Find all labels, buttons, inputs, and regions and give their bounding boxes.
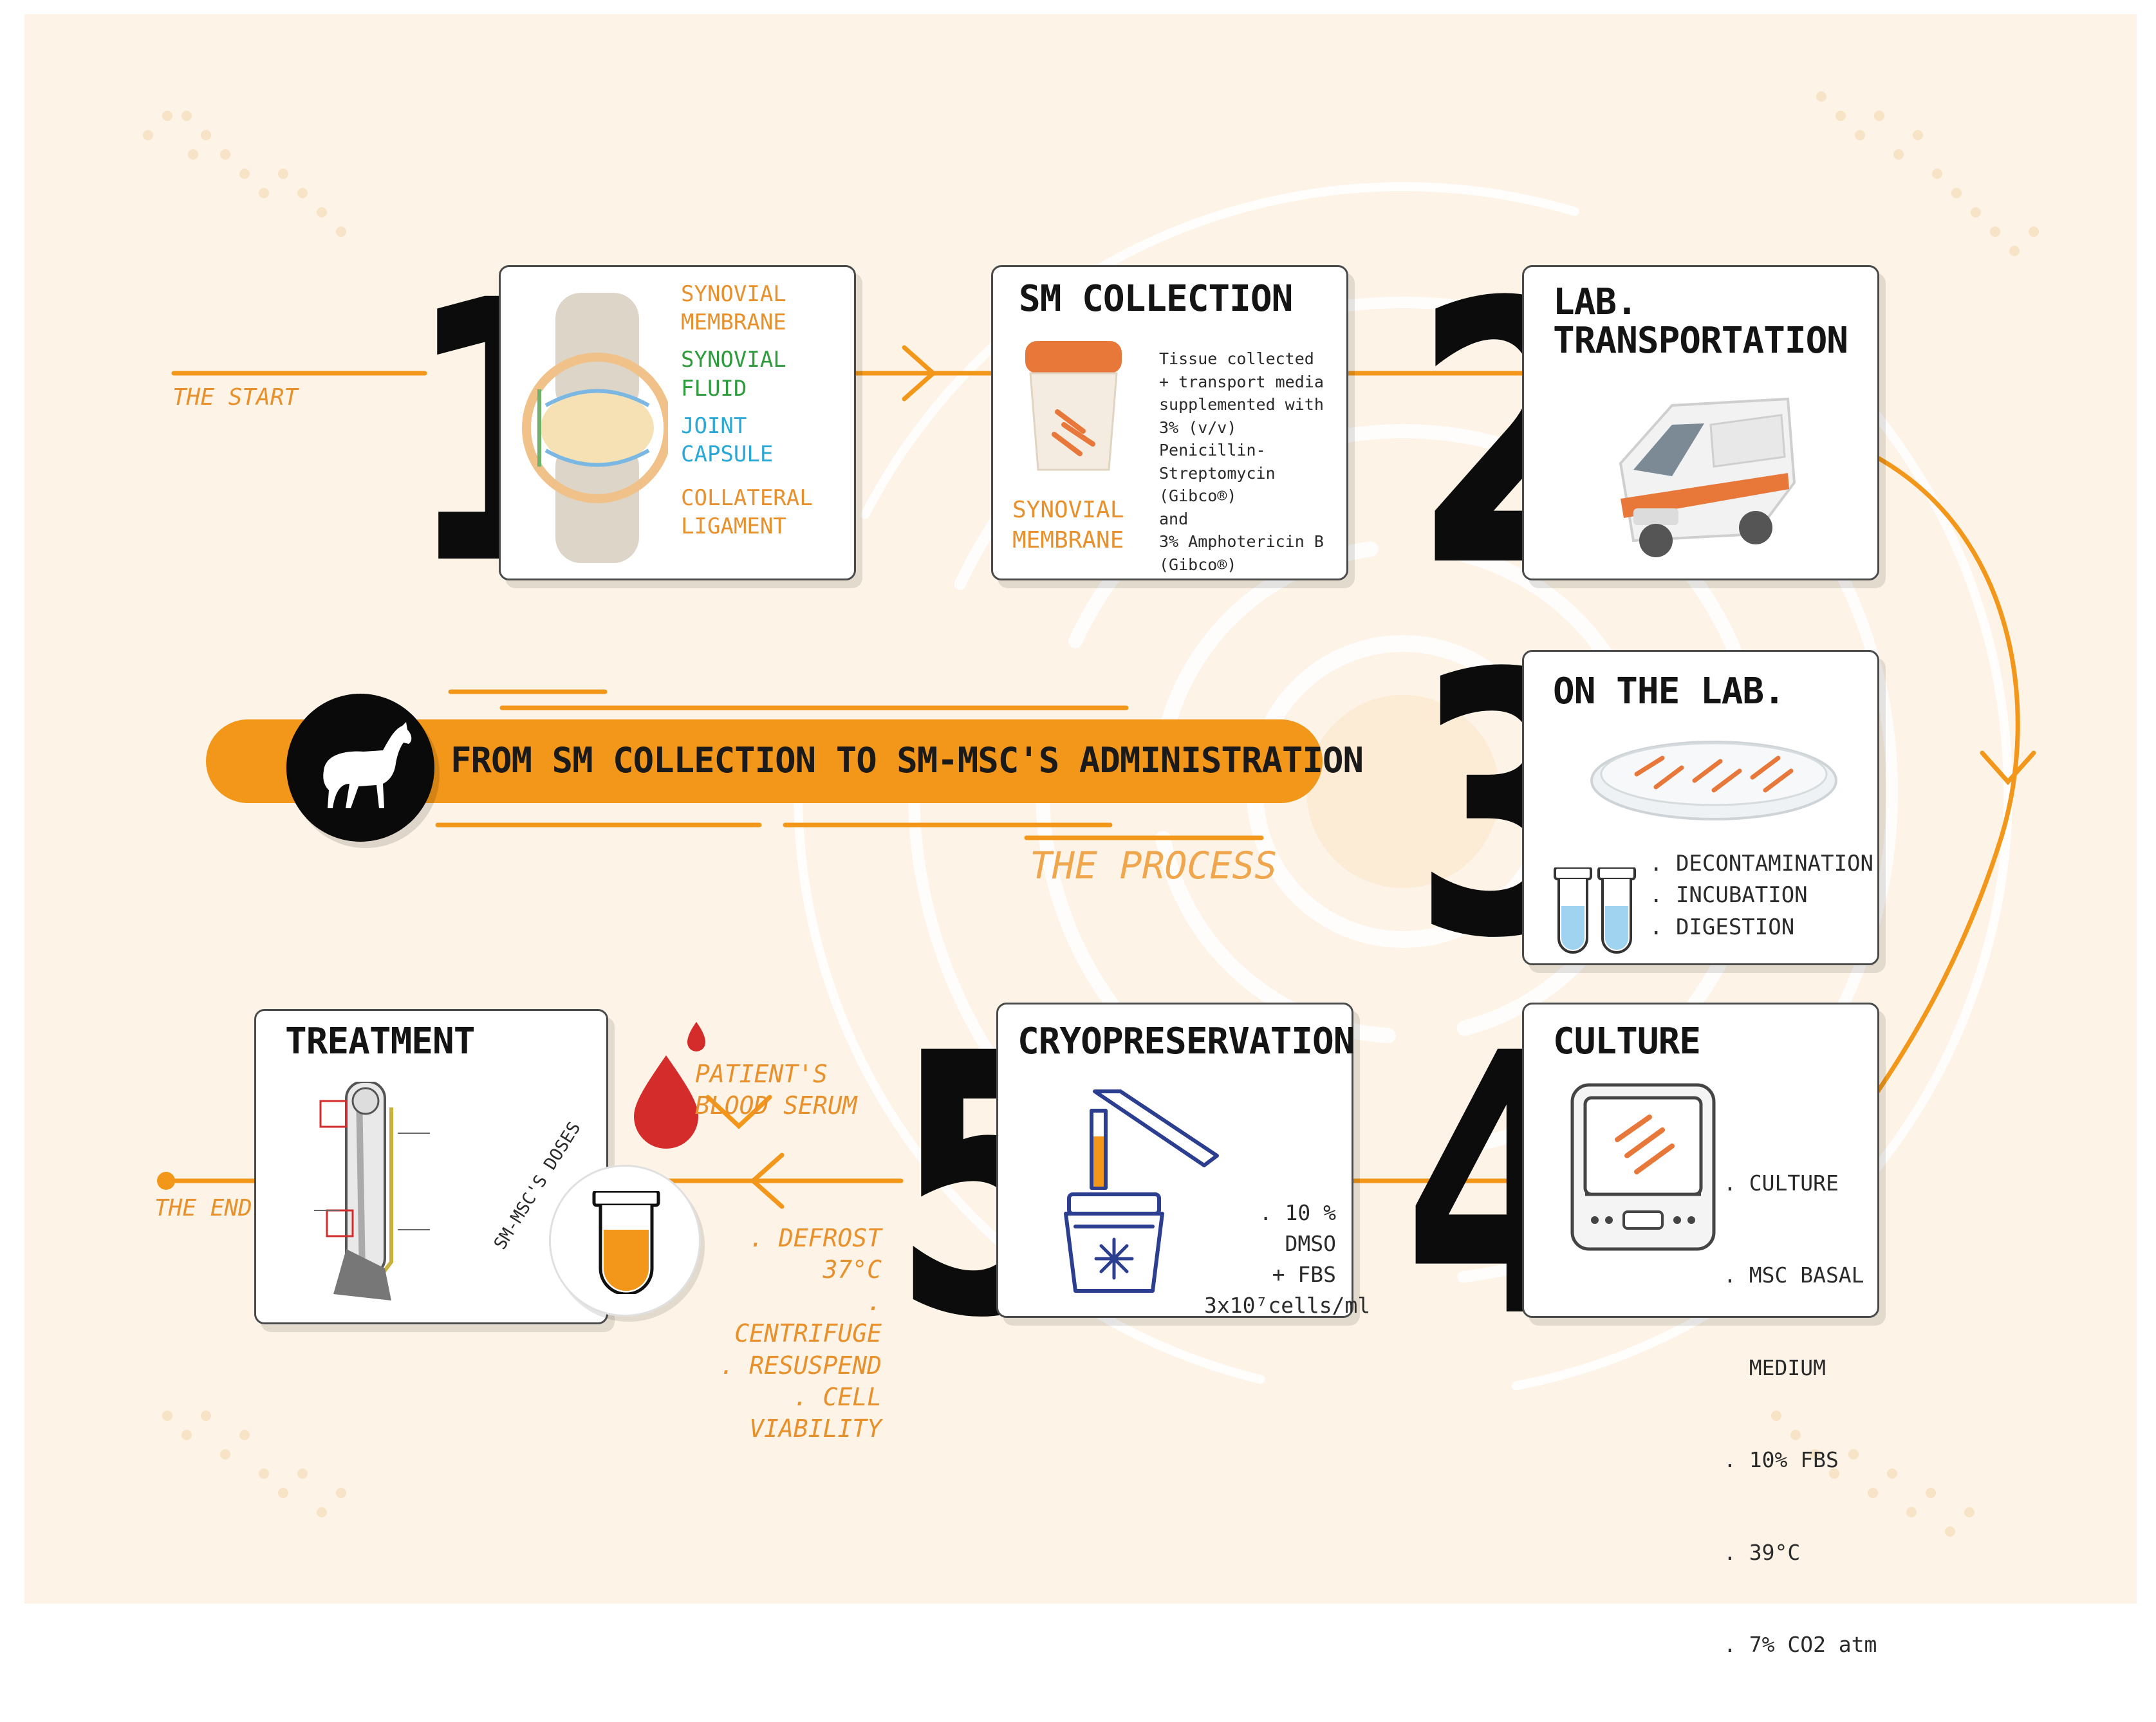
end-label: THE END (154, 1195, 252, 1221)
preparation-steps: . DEFROST 37°C . CENTRIFUGE . RESUSPEND … (720, 1224, 882, 1443)
banner-subtitle: THE PROCESS (1030, 844, 1278, 887)
joint-icon (522, 293, 668, 563)
culture-title: CULTURE (1553, 1021, 1701, 1062)
start-label: THE START (172, 384, 299, 411)
horse-badge (286, 694, 434, 842)
collection-title: SM COLLECTION (1019, 278, 1293, 320)
horse-leg-anatomy-icon (314, 1082, 430, 1301)
collection-details: Tissue collected + transport media suppl… (1159, 349, 1324, 574)
incubator-icon (1570, 1083, 1716, 1251)
doses-circle (549, 1165, 701, 1317)
infographic: 1 2 3 4 5 THE START THE END SYNOVIALMEMB… (24, 14, 2137, 1658)
transportation-title: LAB.TRANSPORTATION (1553, 281, 1848, 362)
lab-title: ON THE LAB. (1553, 671, 1785, 712)
dose-tube-icon (592, 1191, 660, 1294)
banner-title: FROM SM COLLECTION TO SM-MSC'S ADMINISTR… (451, 740, 1364, 781)
specimen-container-icon (1025, 341, 1122, 471)
card-culture: CULTURE . CULTURE . MSC BASAL MEDIUM . 1… (1522, 1003, 1879, 1657)
culture-conditions: . CULTURE . MSC BASAL MEDIUM . 10% FBS .… (1724, 1170, 1877, 1658)
card-lab-transportation: LAB.TRANSPORTATION (1522, 265, 1879, 580)
card-treatment: TREATMENT (254, 1009, 608, 1324)
card-cryopreservation: CRYOPRESERVATION . 10 % DMSO + FBS 3x10⁷… (996, 1003, 1371, 1318)
cryopreservation-title: CRYOPRESERVATION (1018, 1021, 1355, 1062)
van-icon (1619, 397, 1796, 557)
test-tubes-icon (1554, 867, 1636, 954)
cryo-container-icon (1064, 1089, 1219, 1293)
petri-dish-icon (1590, 741, 1837, 820)
cryo-conditions: . 10 % DMSO + FBS 3x10⁷cells/ml (1204, 1200, 1371, 1318)
horse-icon (323, 722, 412, 808)
treatment-title: TREATMENT (285, 1021, 475, 1062)
lab-steps: . DECONTAMINATION . INCUBATION . DIGESTI… (1650, 851, 1873, 940)
card-on-the-lab: ON THE LAB. . DECONTAMINATION . INCUBATI… (1522, 650, 1879, 965)
